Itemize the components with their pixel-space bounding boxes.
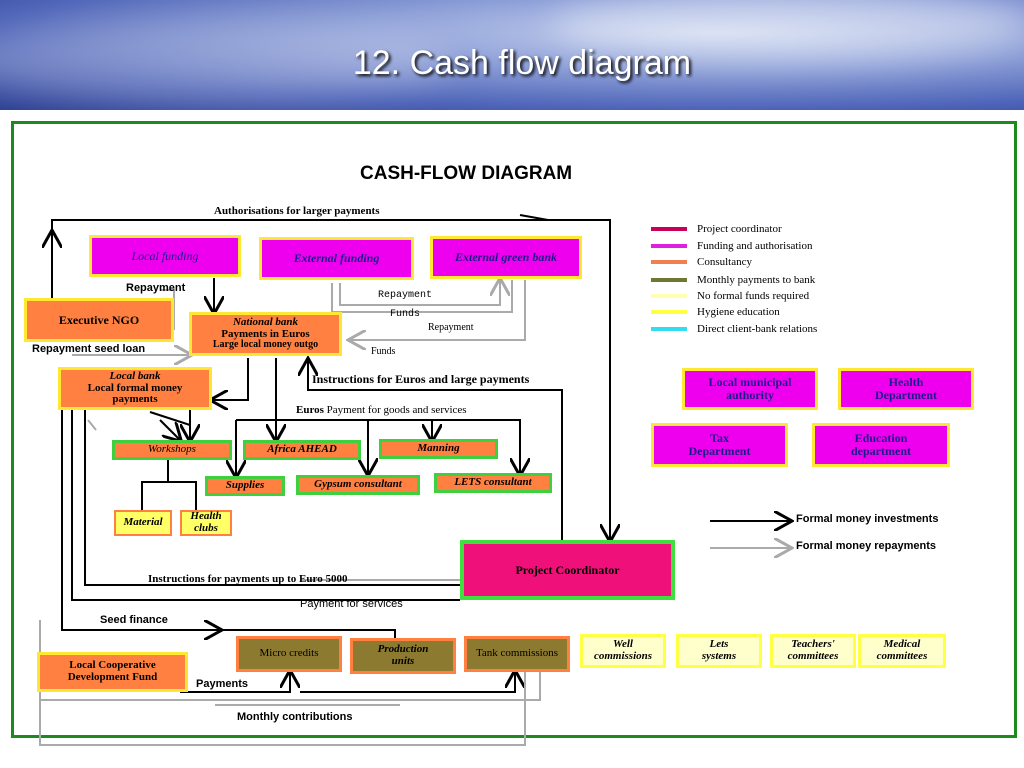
- label-payment-services: Payment for services: [300, 598, 403, 610]
- legend-label: Project coordinator: [697, 223, 782, 235]
- legend-swatch: [651, 327, 687, 331]
- node-tank-commissions: Tank commissions: [464, 636, 570, 672]
- node-executive-ngo: Executive NGO: [24, 298, 174, 342]
- label-instructions-5000: Instructions for payments up to Euro 500…: [148, 573, 348, 585]
- legend-swatch: [651, 310, 687, 314]
- legend-swatch: [651, 244, 687, 248]
- legend-label: Hygiene education: [697, 306, 780, 318]
- label-payment-goods: Euros Payment for goods and services: [296, 404, 467, 416]
- node-project-coordinator: Project Coordinator: [460, 540, 675, 600]
- label-payments: Payments: [196, 678, 248, 690]
- legend-label: Consultancy: [697, 256, 752, 268]
- slide-title: 12. Cash flow diagram: [352, 44, 692, 82]
- diagram-title: CASH-FLOW DIAGRAM: [360, 163, 573, 184]
- legend-item-funding: Funding and authorisation: [651, 239, 951, 253]
- node-africa-ahead: Africa AHEAD: [243, 440, 361, 460]
- legend-item-hygiene: Hygiene education: [651, 305, 951, 319]
- node-tax-department: Tax Department: [651, 423, 788, 467]
- label-seed-finance: Seed finance: [100, 614, 168, 626]
- legend-swatch: [651, 260, 687, 264]
- legend-swatch: [651, 278, 687, 282]
- node-lets-systems: Lets systems: [676, 634, 762, 668]
- label-repayment-mid: Repayment: [378, 290, 433, 301]
- node-external-green-bank: External green bank: [430, 236, 582, 279]
- slide-header: [0, 0, 1024, 110]
- node-teachers-committees: Teachers' committees: [770, 634, 856, 668]
- node-gypsum-consultant: Gypsum consultant: [296, 475, 420, 495]
- node-workshops: Workshops: [112, 440, 232, 460]
- flow-legend-investments: Formal money investments: [796, 513, 939, 525]
- legend-item-monthly-payments: Monthly payments to bank: [651, 273, 951, 287]
- node-local-bank: Local bank Local formal money payments: [58, 367, 212, 410]
- legend-swatch: [651, 294, 687, 298]
- label-repayment-right: Repayment: [428, 322, 474, 333]
- legend-item-consultancy: Consultancy: [651, 255, 951, 269]
- legend-item-no-formal-funds: No formal funds required: [651, 289, 951, 303]
- legend-label: Monthly payments to bank: [697, 274, 816, 286]
- node-local-cooperative-development-fund: Local Cooperative Development Fund: [37, 652, 188, 692]
- label-funds-mid: Funds: [390, 309, 421, 320]
- legend-item-project-coordinator: Project coordinator: [651, 222, 951, 236]
- node-production-units: Production units: [350, 638, 456, 674]
- label-monthly-contributions: Monthly contributions: [237, 711, 353, 723]
- label-authorisations: Authorisations for larger payments: [214, 205, 380, 217]
- node-manning: Manning: [379, 439, 498, 459]
- node-lets-consultant: LETS consultant: [434, 473, 552, 493]
- legend-item-direct-client: Direct client-bank relations: [651, 322, 951, 336]
- legend-label: Direct client-bank relations: [697, 323, 818, 335]
- node-education-department: Education department: [812, 423, 950, 467]
- flow-legend-repayments: Formal money repayments: [796, 540, 936, 552]
- legend-label: Funding and authorisation: [697, 240, 813, 252]
- legend-label: No formal funds required: [697, 290, 810, 302]
- node-local-funding: Local funding: [89, 235, 241, 277]
- label-repayment-seed-loan: Repayment seed loan: [32, 343, 146, 355]
- node-local-municipal-authority: Local municipal authority: [682, 368, 818, 410]
- node-micro-credits: Micro credits: [236, 636, 342, 672]
- node-well-commissions: Well commissions: [580, 634, 666, 668]
- node-health-clubs: Health clubs: [180, 510, 232, 536]
- label-repayment-left: Repayment: [126, 282, 186, 294]
- legend-swatch: [651, 227, 687, 231]
- node-national-bank: National bank Payments in Euros Large lo…: [189, 312, 342, 356]
- node-material: Material: [114, 510, 172, 536]
- node-medical-committees: Medical committees: [858, 634, 946, 668]
- label-instructions-euros: Instructions for Euros and large payment…: [312, 372, 530, 386]
- node-external-funding: External funding: [259, 237, 414, 280]
- node-health-department: Health Department: [838, 368, 974, 410]
- node-supplies: Supplies: [205, 476, 285, 496]
- label-funds-low: Funds: [371, 346, 396, 357]
